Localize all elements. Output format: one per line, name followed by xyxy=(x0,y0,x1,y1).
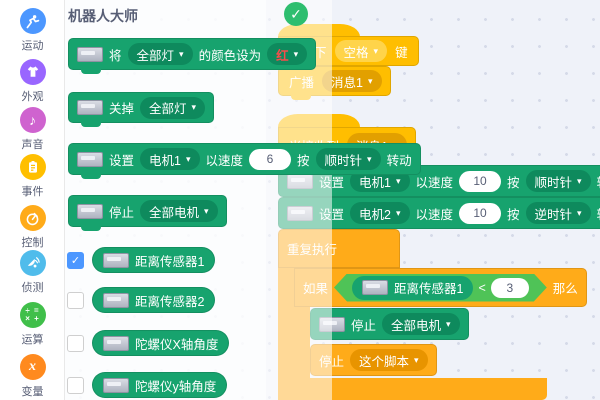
speed-input[interactable]: 10 xyxy=(459,170,502,192)
check-icon: ✓ xyxy=(70,255,81,267)
sidebar-item-events[interactable]: 事件 xyxy=(0,154,65,199)
if-block-top[interactable]: 如果 距离传感器1 < 3 那么 xyxy=(294,268,587,307)
distance-sensor1-reporter[interactable]: 距离传感器1 xyxy=(352,276,473,300)
looks-icon xyxy=(19,59,46,85)
speed-input[interactable]: 10 xyxy=(459,202,502,224)
chevron-down-icon: ▾ xyxy=(367,153,372,164)
chevron-down-icon: ▾ xyxy=(395,175,401,186)
distance-sensor1-reporter[interactable]: 距离传感器1 xyxy=(92,247,216,273)
set-label: 设置 xyxy=(109,153,135,168)
palette-light-off-block[interactable]: 关掉 全部灯▾ xyxy=(68,92,215,127)
operators-icon: ÷ =× + xyxy=(19,302,46,328)
hat-when-key-suffix: 键 xyxy=(395,45,408,60)
then-label: 那么 xyxy=(552,282,578,296)
chevron-down-icon: ▾ xyxy=(185,153,191,164)
device-icon xyxy=(103,252,129,268)
device-icon xyxy=(362,280,388,295)
reporter-checkbox[interactable] xyxy=(67,335,84,352)
rotate-label: 转动 xyxy=(386,153,412,168)
sidebar-item-motion[interactable]: 运动 xyxy=(0,8,65,53)
sound-icon: ♪ xyxy=(19,107,46,133)
motor2-dropdown[interactable]: 电机2▾ xyxy=(350,202,410,224)
direction-dropdown[interactable]: 逆时针▾ xyxy=(525,202,591,224)
stop-label: 停止 xyxy=(109,205,135,220)
palette-set-motor-block[interactable]: 设置 电机1▾ 以速度 6 按 顺时针▾ 转动 xyxy=(68,143,421,179)
rotate-label: 转动 xyxy=(597,172,600,191)
sidebar-item-operators[interactable]: ÷ =× + 运算 xyxy=(0,302,65,347)
by-label: 按 xyxy=(297,153,310,168)
stop-label: 停止 xyxy=(351,318,377,333)
reporter-checkbox[interactable] xyxy=(67,377,84,394)
sidebar-item-variables[interactable]: x 变量 xyxy=(0,354,65,399)
condition-boolean[interactable]: 距离传感器1 < 3 xyxy=(334,274,547,302)
key-dropdown[interactable]: 空格▾ xyxy=(334,40,388,62)
motor1-dropdown[interactable]: 电机1▾ xyxy=(350,170,410,192)
motion-icon xyxy=(19,8,46,34)
rotate-label: 转动 xyxy=(597,204,600,223)
off-label: 关掉 xyxy=(109,102,135,116)
less-than-operator: < xyxy=(478,280,486,295)
chevron-down-icon: ▾ xyxy=(293,48,299,59)
stop-target-dropdown[interactable]: 全部电机▾ xyxy=(140,200,218,222)
success-check-icon: ✓ xyxy=(284,2,308,26)
motor-dropdown[interactable]: 电机1▾ xyxy=(140,148,200,170)
chevron-down-icon: ▾ xyxy=(191,102,197,112)
by-label: 按 xyxy=(507,175,520,190)
direction-dropdown[interactable]: 顺时针▾ xyxy=(525,170,591,192)
light-target-dropdown[interactable]: 全部灯▾ xyxy=(127,43,193,65)
speed-input[interactable]: 6 xyxy=(249,148,292,170)
reporter-checkbox[interactable] xyxy=(67,292,84,309)
threshold-input[interactable]: 3 xyxy=(491,278,529,298)
if-block-bottom[interactable] xyxy=(294,378,547,400)
sidebar-item-control[interactable]: 控制 xyxy=(0,205,65,250)
speed-label: 以速度 xyxy=(415,175,454,190)
palette-set-light-color-block[interactable]: 将 全部灯▾ 的颜色设为 红▾ xyxy=(68,38,317,74)
device-icon xyxy=(77,203,103,219)
chevron-down-icon: ▾ xyxy=(179,48,184,59)
device-icon xyxy=(77,151,103,167)
chevron-down-icon: ▾ xyxy=(373,45,379,56)
sidebar-item-sensing[interactable]: 侦测 xyxy=(0,250,65,295)
events-icon xyxy=(19,154,46,180)
sidebar-item-sound[interactable]: ♪ 声音 xyxy=(0,107,65,152)
device-icon xyxy=(77,46,103,62)
stop-all-motors-block[interactable]: 停止 全部电机▾ xyxy=(310,308,469,340)
distance-sensor2-reporter[interactable]: 距离传感器2 xyxy=(92,287,216,313)
device-icon xyxy=(103,335,129,351)
chevron-down-icon: ▾ xyxy=(446,318,451,329)
category-sidebar: 运动 外观 ♪ 声音 事件 控制 xyxy=(0,0,65,400)
set-label: 将 xyxy=(109,48,122,63)
broadcast-message-dropdown[interactable]: 消息1▾ xyxy=(322,70,382,92)
chevron-down-icon: ▾ xyxy=(204,205,209,216)
device-icon xyxy=(103,377,129,393)
light-target-dropdown[interactable]: 全部灯▾ xyxy=(140,96,206,119)
chevron-down-icon: ▾ xyxy=(395,207,401,218)
sidebar-item-looks[interactable]: 外观 xyxy=(0,59,65,104)
device-icon xyxy=(103,292,129,308)
gyro-x-reporter[interactable]: 陀螺仪X轴角度 xyxy=(92,330,230,356)
control-icon xyxy=(19,205,46,231)
chevron-down-icon: ▾ xyxy=(414,354,419,365)
variables-icon: x xyxy=(19,354,46,380)
reporter-checkbox-checked[interactable]: ✓ xyxy=(67,252,84,269)
speed-label: 以速度 xyxy=(415,207,454,222)
chevron-down-icon: ▾ xyxy=(577,175,582,186)
extension-title: 机器人大师 xyxy=(68,8,138,24)
stop-option-dropdown[interactable]: 这个脚本▾ xyxy=(350,349,428,371)
color-set-label: 的颜色设为 xyxy=(198,48,262,63)
palette-stop-motor-block[interactable]: 停止 全部电机▾ xyxy=(68,195,227,231)
device-icon xyxy=(77,100,103,115)
chevron-down-icon: ▾ xyxy=(367,75,373,86)
direction-dropdown[interactable]: 顺时针▾ xyxy=(315,148,381,170)
speed-label: 以速度 xyxy=(205,153,244,168)
color-dropdown[interactable]: 红▾ xyxy=(267,43,308,65)
chevron-down-icon: ▾ xyxy=(577,207,582,218)
set-motor2-block[interactable]: 设置 电机2▾ 以速度 10 按 逆时针▾ 转动 xyxy=(278,197,600,229)
sensing-icon xyxy=(19,250,46,276)
gyro-y-reporter[interactable]: 陀螺仪y轴角度 xyxy=(92,372,228,398)
by-label: 按 xyxy=(507,207,520,222)
stop-target-dropdown[interactable]: 全部电机▾ xyxy=(382,313,460,335)
